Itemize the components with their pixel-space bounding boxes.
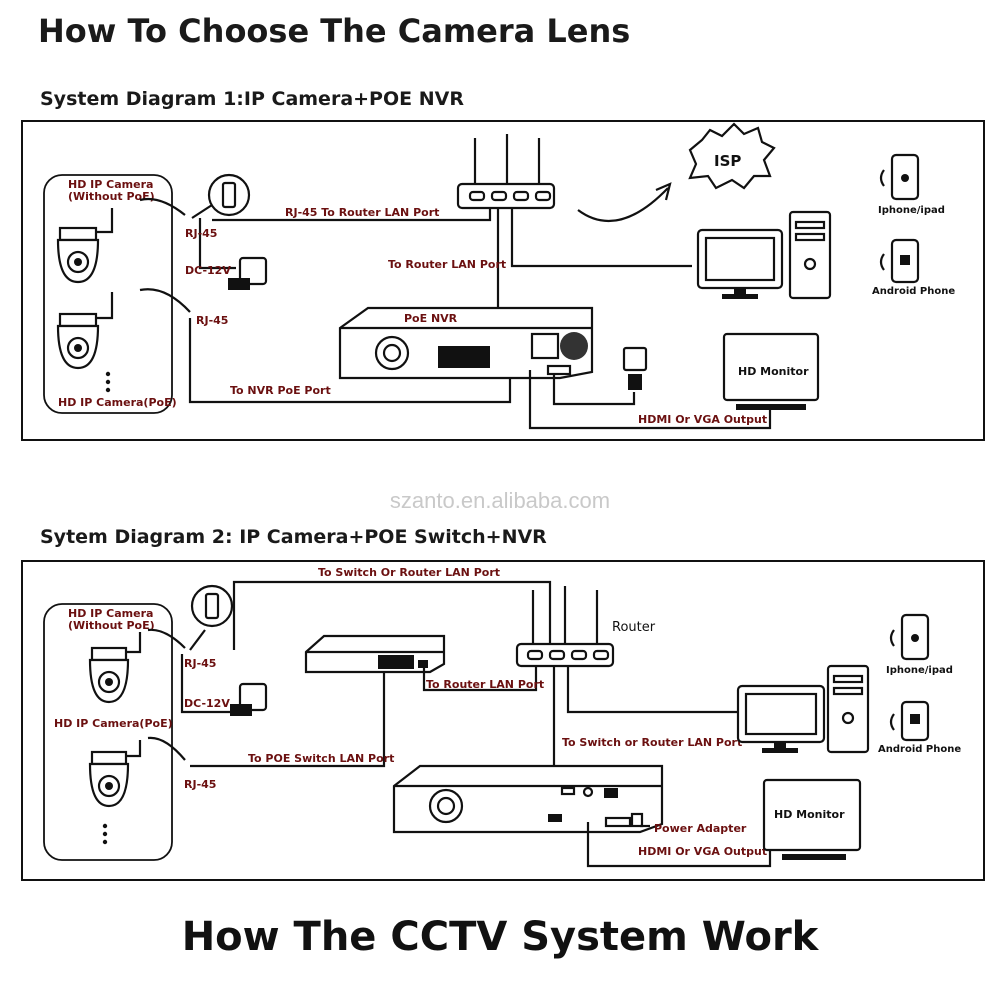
diagram2: HD IP Camera (Without PoE) HD IP Camera(… (21, 560, 985, 881)
camera-group-box (43, 174, 173, 414)
hd-monitor-icon (722, 332, 820, 410)
power-outlet-icon (238, 256, 268, 286)
android-phone-icon (889, 700, 930, 742)
router-icon (456, 134, 556, 210)
cam-top-label: HD IP Camera (68, 178, 153, 191)
router-icon (515, 586, 615, 668)
dc12v-label: DC-12V (185, 264, 231, 277)
android-label: Android Phone (878, 744, 961, 755)
hdmi-vga-label: HDMI Or VGA Output (638, 845, 767, 858)
cam-bottom-label: HD IP Camera(PoE) (58, 396, 177, 409)
cam-bottom-label: HD IP Camera(PoE) (54, 717, 173, 730)
nvr-device (392, 764, 664, 834)
watermark: szanto.en.alibaba.com (389, 488, 611, 513)
poe-nvr-device (338, 306, 594, 380)
cam-top-sub-label: (Without PoE) (68, 619, 155, 632)
page-title: How To Choose The Camera Lens (38, 12, 631, 50)
dc12v-label: DC-12V (184, 697, 230, 710)
desktop-computer-icon (696, 210, 832, 300)
desktop-computer-icon (736, 664, 870, 754)
footer-title: How The CCTV System Work (181, 914, 819, 960)
diagram1: HD IP Camera (Without PoE) HD IP Camera(… (21, 120, 985, 441)
power-adapter-label: Power Adapter (654, 822, 747, 835)
poe-nvr-label: PoE NVR (404, 312, 458, 325)
hd-monitor-label: HD Monitor (774, 808, 845, 821)
to-switch-router-label: To Switch Or Router LAN Port (318, 566, 500, 579)
to-poe-switch-label: To POE Switch LAN Port (248, 752, 394, 765)
router-label: Router (612, 620, 656, 635)
diagram2-heading: Sytem Diagram 2: IP Camera+POE Switch+NV… (40, 526, 547, 548)
poe-switch-device (304, 634, 446, 674)
to-router-lan-label: To Router LAN Port (388, 258, 506, 271)
diagram2-frame (21, 560, 985, 881)
iphone-label: Iphone/ipad (878, 205, 945, 216)
ip-camera-icon (56, 208, 114, 284)
hd-monitor-label: HD Monitor (738, 365, 809, 378)
ip-camera-icon (88, 740, 142, 808)
isp-label: ISP (714, 152, 741, 170)
power-outlet-icon (238, 682, 268, 712)
to-nvr-poe-label: To NVR PoE Port (230, 384, 331, 397)
diagram1-frame (21, 120, 985, 441)
cam-top-sub-label: (Without PoE) (68, 190, 155, 203)
hd-monitor-icon (762, 778, 862, 860)
rj45-label: RJ-45 (196, 314, 228, 327)
iphone-label: Iphone/ipad (886, 665, 953, 676)
isp-cloud-icon (688, 122, 776, 190)
iphone-icon (889, 613, 930, 661)
to-router-lan-label: To Router LAN Port (426, 678, 544, 691)
ip-camera-icon (56, 292, 114, 370)
android-label: Android Phone (872, 286, 955, 297)
cam-top-label: HD IP Camera (68, 607, 153, 620)
to-router-lan-label: RJ-45 To Router LAN Port (285, 206, 439, 219)
rj45-label: RJ-45 (184, 778, 216, 791)
diagram1-heading: System Diagram 1:IP Camera+POE NVR (40, 88, 464, 110)
hdmi-vga-label: HDMI Or VGA Output (638, 413, 767, 426)
power-outlet-icon (622, 346, 648, 372)
iphone-icon (879, 153, 920, 201)
rj45-label: RJ-45 (184, 657, 216, 670)
ip-camera-icon (88, 632, 142, 704)
to-switch-or-router-label: To Switch or Router LAN Port (562, 736, 742, 749)
camera-group-box (43, 603, 173, 861)
android-phone-icon (879, 238, 920, 284)
rj45-label: RJ-45 (185, 227, 217, 240)
